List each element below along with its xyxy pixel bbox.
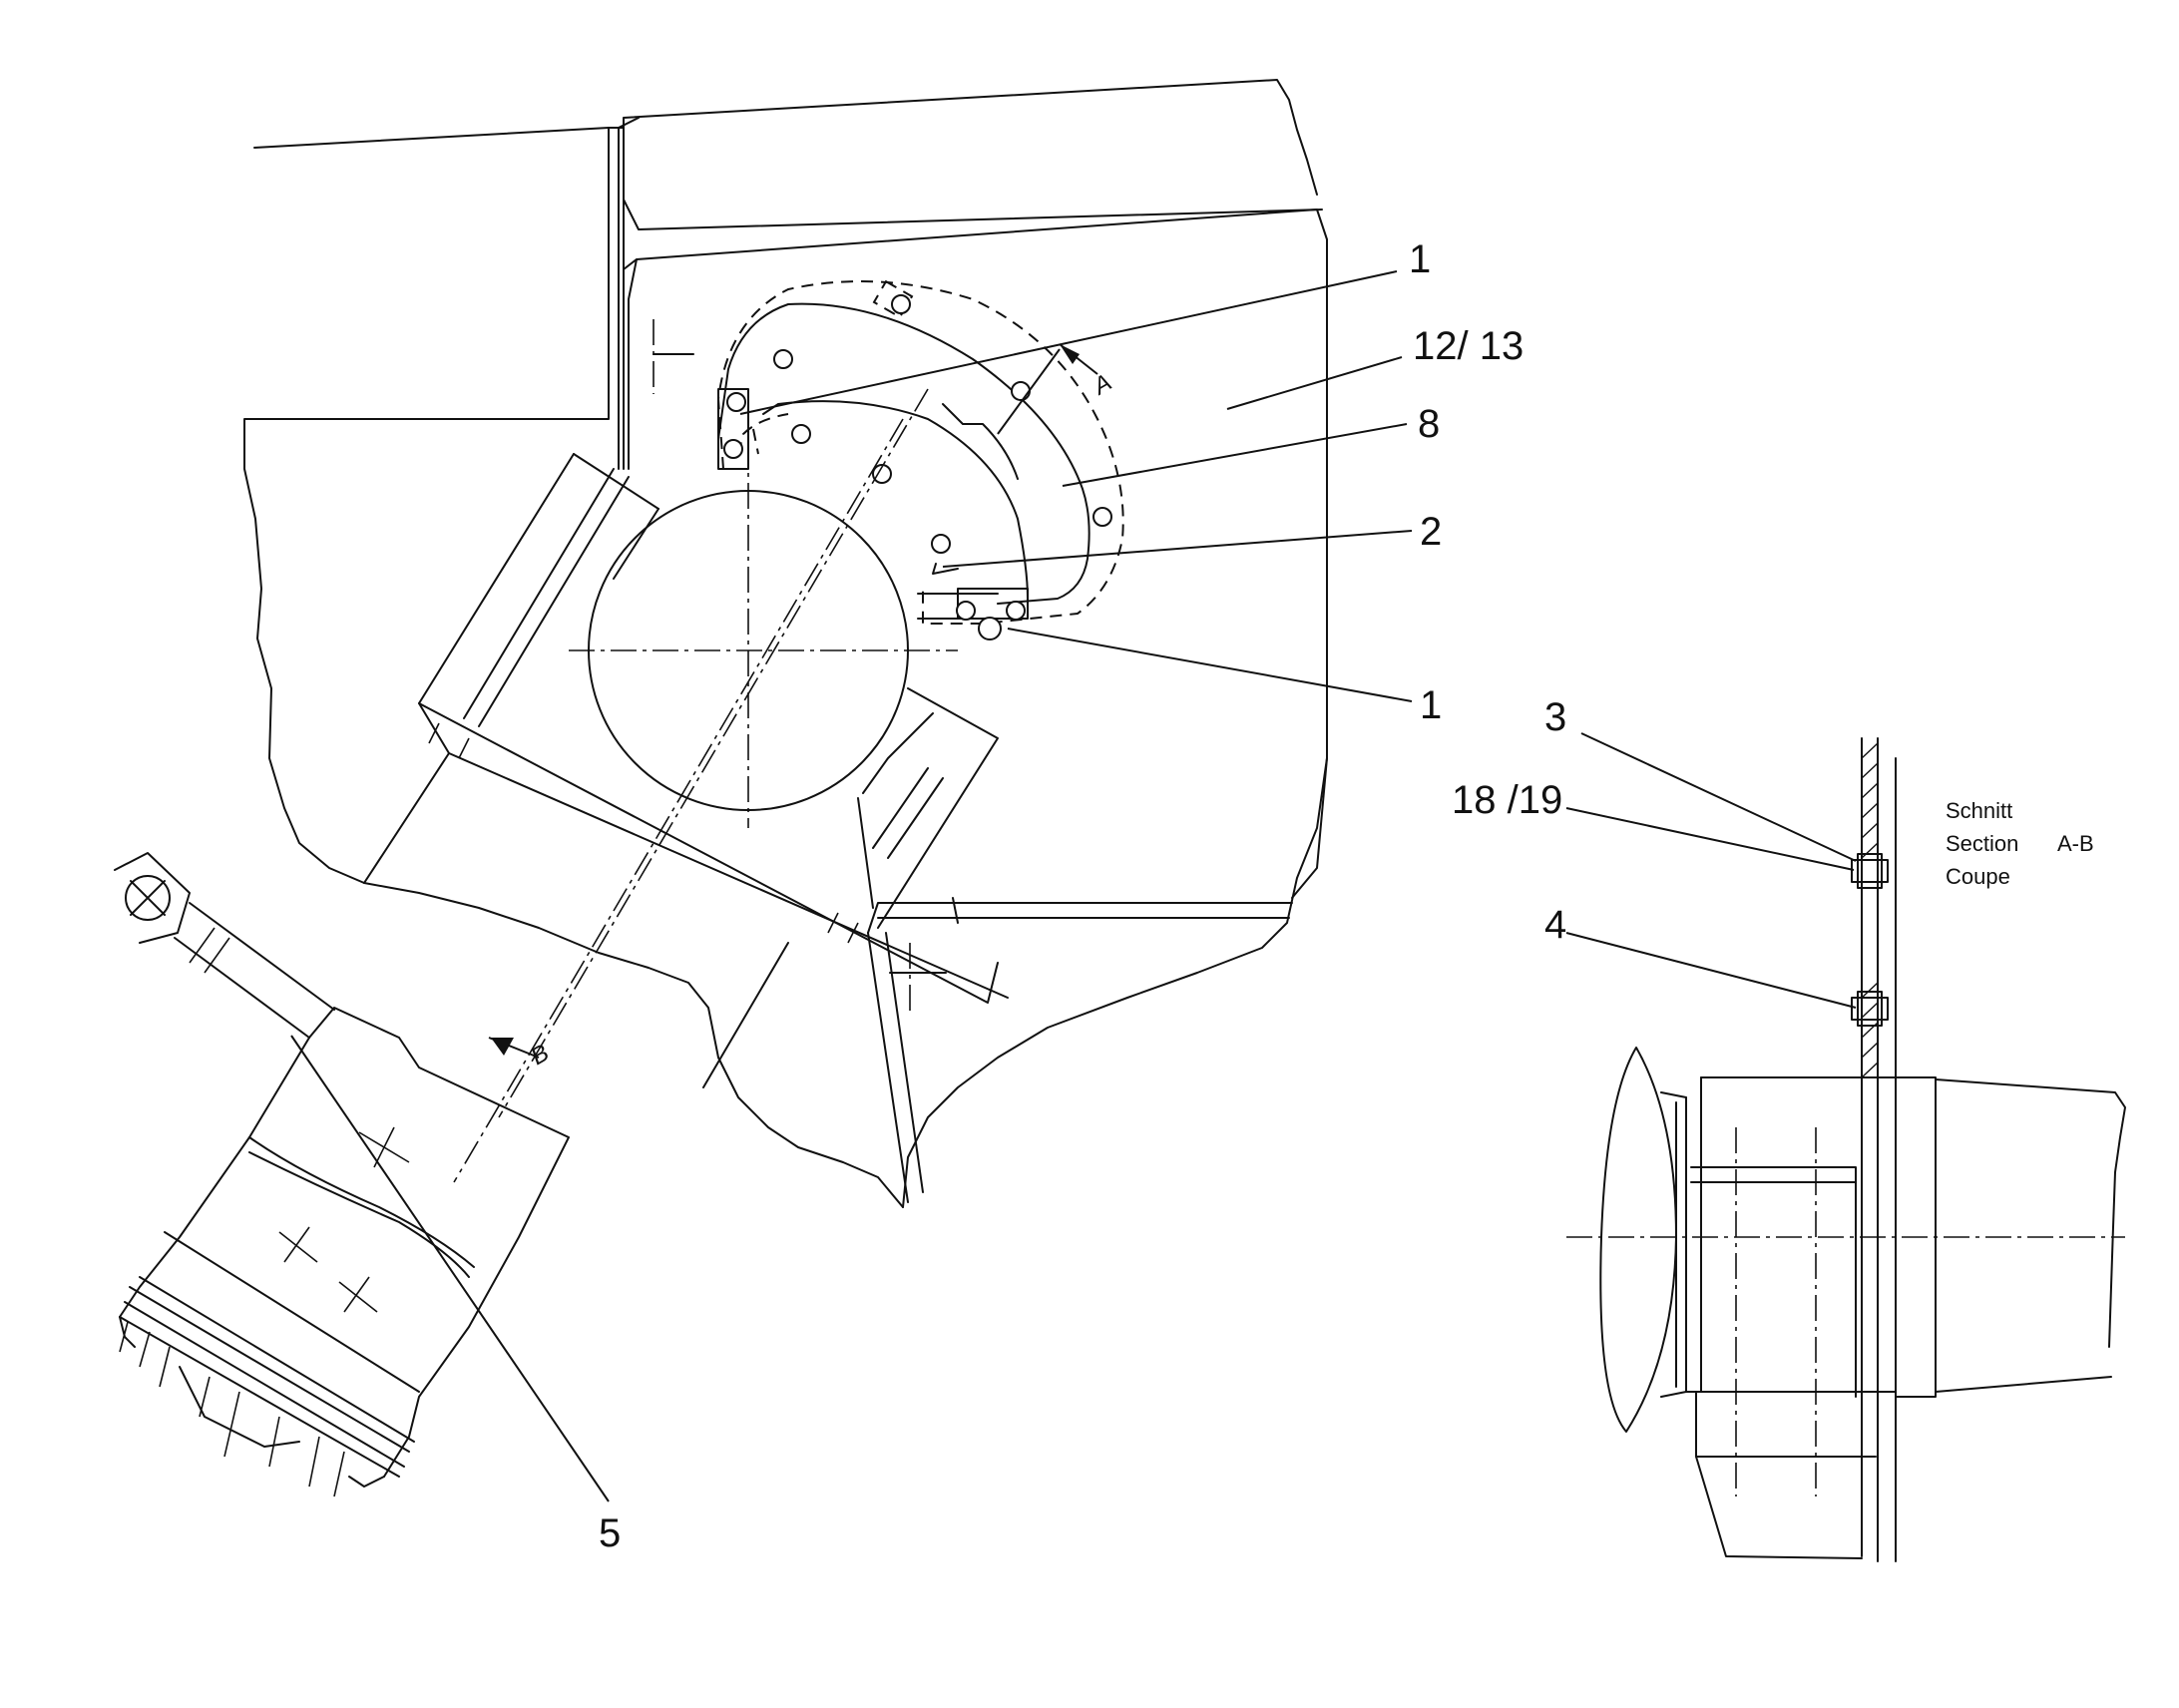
callout-1-top: 1 bbox=[1409, 237, 1431, 281]
section-view bbox=[1566, 737, 2126, 1562]
callout-12-13: 12/ 13 bbox=[1413, 324, 1524, 368]
main-housing bbox=[243, 79, 1328, 1208]
section-title-en: Section bbox=[1946, 831, 2018, 856]
arm-centerline bbox=[453, 418, 904, 1183]
callout-1-bottom: 1 bbox=[1420, 683, 1442, 727]
section-arrow-a: A bbox=[1088, 369, 1116, 401]
callout-2: 2 bbox=[1420, 510, 1442, 554]
callout-5: 5 bbox=[599, 1511, 621, 1555]
leader-lines bbox=[290, 270, 1857, 1502]
slanted-carriage bbox=[363, 453, 1009, 1088]
callout-8: 8 bbox=[1418, 402, 1440, 446]
section-title-de: Schnitt bbox=[1946, 798, 2012, 823]
bolt-holes bbox=[723, 294, 1112, 640]
section-title-fr: Coupe bbox=[1946, 864, 2010, 889]
inner-plate bbox=[716, 279, 1124, 625]
carriage-centerline bbox=[498, 388, 929, 1118]
hydraulic-cylinder bbox=[114, 852, 570, 1497]
main-bore bbox=[569, 399, 958, 828]
section-title-ref: A-B bbox=[2057, 831, 2094, 856]
callout-4: 4 bbox=[1544, 903, 1566, 947]
callout-18-19: 18 /19 bbox=[1452, 778, 1562, 822]
callout-3: 3 bbox=[1544, 695, 1566, 739]
section-arrow-b: B bbox=[527, 1040, 554, 1070]
